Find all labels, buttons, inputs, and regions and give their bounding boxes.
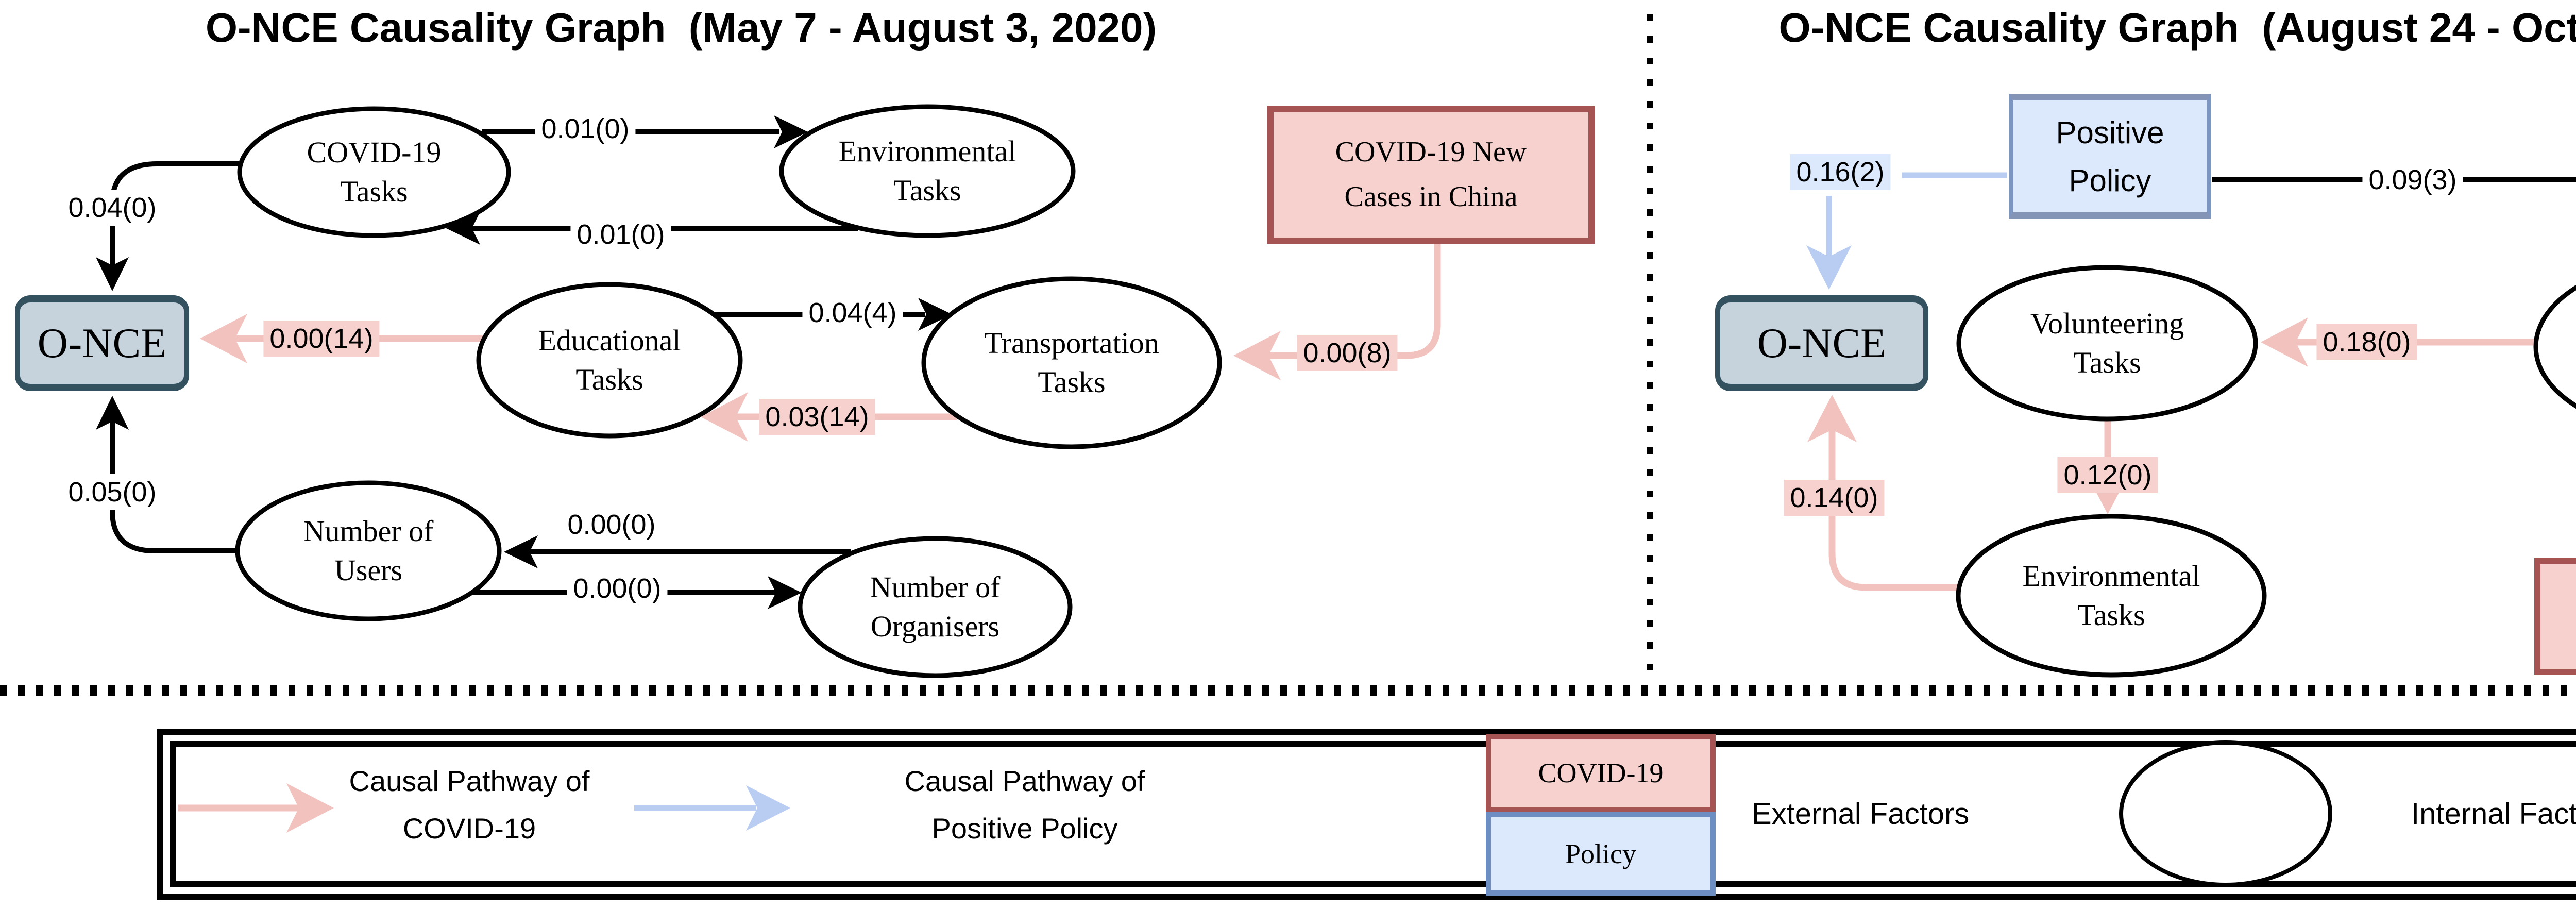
edge-label-covid-env: 0.01(0) (535, 111, 636, 147)
legend-covid-pathway-label: Causal Pathway of COVID-19 (349, 765, 590, 845)
edge-users-once-line (110, 412, 238, 553)
edge-china-trans-line (1255, 243, 1441, 359)
horizontal-dotted-separator (0, 685, 2576, 696)
edge-env-once-line (1828, 416, 1960, 591)
node-china-cases-left: COVID-19 New Cases in China (1267, 106, 1595, 244)
edge-label-users-org: 0.00(0) (567, 570, 668, 607)
node-educational-tasks-label: Educational Tasks (538, 324, 681, 396)
node-educational-tasks-ellipse (476, 282, 743, 439)
policy-pathway-edges (634, 172, 2007, 811)
node-environmental-tasks-label: Environmental Tasks (838, 134, 1016, 207)
edge-label-trans-edu: 0.03(14) (759, 399, 875, 435)
node-once-right: O-NCE (1715, 295, 1928, 391)
node-transportation-tasks-ellipse (921, 276, 1222, 449)
edge-label-policy-users: 0.09(3) (2362, 162, 2463, 198)
node-environmental-tasks-ellipse (779, 104, 1076, 238)
node-number-of-organisers-ellipse (798, 536, 1073, 678)
edge-label-edu-once: 0.00(14) (263, 321, 380, 357)
edge-label-policy-once: 0.16(2) (1790, 154, 1891, 190)
legend-covid-box: COVID-19 (1486, 734, 1716, 812)
node-transportation-tasks-label: Transportation Tasks (984, 326, 1159, 399)
node-number-of-users-label: Number of Users (303, 514, 434, 587)
once-left-label: O-NCE (37, 319, 167, 366)
node-number-of-organisers-label: Number of Organisers (870, 570, 1001, 643)
edge-label-edu-trans: 0.04(4) (802, 295, 903, 331)
vertical-dotted-separator (1647, 14, 1653, 684)
right-panel-title: O-NCE Causality Graph (August 24 - Octob… (1778, 5, 2576, 50)
node-number-of-users-right-ellipse (2533, 284, 2576, 409)
edge-label-users-vol: 0.18(0) (2316, 324, 2417, 360)
legend-internal-factor-ellipse (2119, 740, 2332, 887)
node-once-left: O-NCE (15, 295, 189, 391)
node-china-cases-right: COVID-19 New Cases in China (2534, 558, 2576, 675)
once-right-label: O-NCE (1757, 319, 1887, 366)
legend-internal-factors-label: Internal Factors (2411, 797, 2576, 831)
china-left-line2: Cases in China (1344, 181, 1518, 213)
edge-label-users-once: 0.05(0) (62, 474, 163, 510)
left-panel-title: O-NCE Causality Graph (May 7 - August 3,… (205, 5, 1157, 50)
node-positive-policy: Positive Policy (2009, 94, 2211, 219)
node-environmental-tasks-right-ellipse (1956, 514, 2267, 678)
legend-policy-box: Policy (1486, 812, 1716, 896)
edge-label-env-once: 0.14(0) (1784, 480, 1885, 516)
node-number-of-users-ellipse (235, 480, 502, 621)
policy-line1: Positive (2056, 115, 2164, 150)
legend-external-factors-label: External Factors (1752, 797, 1970, 831)
node-covid19-tasks-label: COVID-19 Tasks (307, 136, 442, 208)
edge-label-org-users: 0.00(0) (561, 507, 662, 543)
china-left-line1: COVID-19 New (1335, 136, 1527, 169)
internal-factor-nodes (235, 104, 2576, 678)
edge-label-covid-once: 0.04(0) (62, 190, 163, 226)
node-volunteering-tasks-ellipse (1956, 265, 2258, 422)
legend-policy-pathway-label: Causal Pathway of Positive Policy (904, 765, 1145, 845)
edge-label-vol-env: 0.12(0) (2057, 457, 2158, 493)
node-volunteering-tasks-label: Volunteering Tasks (2030, 307, 2184, 379)
edge-label-china-trans: 0.00(8) (1297, 335, 1398, 371)
node-covid19-tasks-ellipse (237, 106, 511, 238)
node-environmental-tasks-right-label: Environmental Tasks (2022, 559, 2200, 632)
edge-label-env-covid: 0.01(0) (570, 216, 671, 252)
policy-line2: Policy (2069, 163, 2151, 198)
